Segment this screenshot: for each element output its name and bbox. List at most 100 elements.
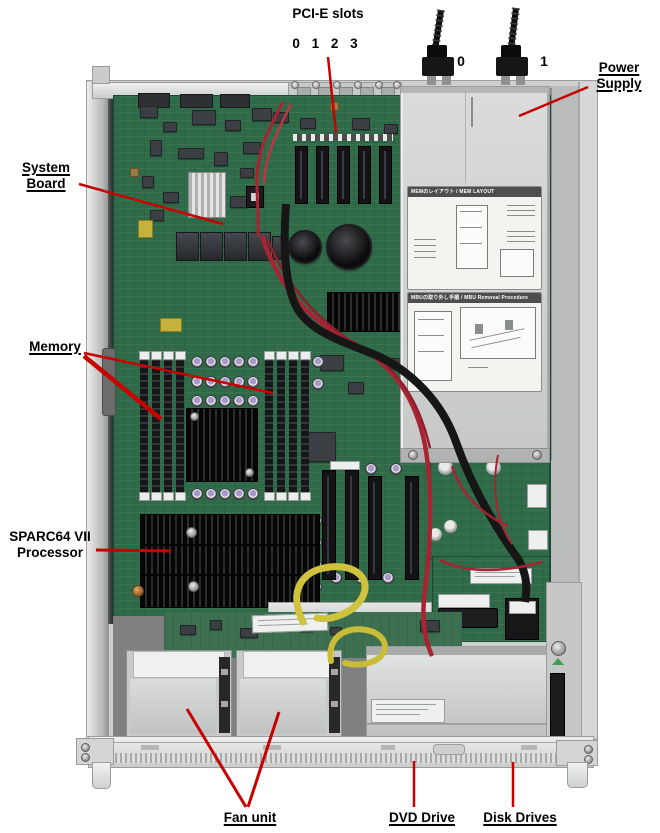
round-component (326, 224, 372, 270)
sticker-diagram-line (418, 335, 444, 336)
sticker-label-line (414, 257, 436, 258)
label-text-line (376, 714, 420, 715)
chip (240, 168, 254, 178)
psu-edge-shadow (550, 88, 552, 460)
chip (225, 120, 241, 131)
screw (584, 745, 593, 754)
label-text-line (376, 704, 436, 705)
sticker-diagram-board (414, 311, 452, 381)
vent-perforation (95, 753, 587, 763)
sticker-label-line (507, 215, 535, 216)
dimm-slot (163, 351, 174, 501)
dvd-label (371, 699, 445, 723)
psu-bracket (400, 448, 550, 463)
sticker-label-line (414, 245, 436, 246)
callout-clip-1: 1 (540, 53, 548, 69)
power-cord-clip-1 (496, 7, 528, 85)
panel-tab (521, 745, 537, 750)
riser-slot (405, 476, 419, 580)
pointer-memory-right (83, 351, 274, 395)
heatsink-groove (141, 574, 319, 576)
capacitor (312, 356, 324, 368)
front-panel (88, 736, 594, 768)
power-connector (528, 530, 548, 550)
capacitor (247, 488, 259, 500)
bracket-screw (312, 81, 320, 89)
sticker-label-line (414, 239, 436, 240)
mbu-removal-sticker: MBUの取り外し手順 / MBU Removal Procedure (407, 292, 542, 392)
kapton-tape (160, 318, 182, 332)
processor-label-line1: SPARC64 VII (9, 529, 91, 544)
capacitor (233, 356, 245, 368)
chip (352, 118, 370, 130)
pointer-memory-left (82, 354, 163, 421)
screw (81, 743, 90, 752)
screw (81, 753, 90, 762)
panel-handle-notch (433, 744, 465, 755)
copper-screw (132, 585, 144, 597)
sticker-label-line (468, 367, 488, 368)
pcie-slot-4 (379, 146, 392, 204)
capacitor (191, 356, 203, 368)
power-supply-label-line1: Power (598, 60, 640, 75)
capacitor (219, 488, 231, 500)
capacitor (205, 395, 217, 407)
callout-memory: Memory (29, 339, 81, 354)
chip (150, 140, 162, 156)
bracket-screw (393, 81, 401, 89)
sticker-text-line (475, 572, 523, 573)
chassis-right-wall (578, 82, 597, 736)
capacitor (233, 395, 245, 407)
panel-tab (263, 745, 281, 750)
processor-heatsink (140, 514, 320, 608)
kapton-tape (138, 220, 153, 238)
riser-slot (368, 476, 382, 580)
fan-face (240, 679, 326, 734)
bracket-screw (354, 81, 362, 89)
screw (245, 468, 254, 477)
callout-system-board: System Board (8, 160, 84, 192)
sticker-text-line (475, 576, 515, 577)
memory-chip (176, 232, 199, 261)
panel-tab (141, 745, 159, 750)
pointer-fan-1 (246, 711, 281, 808)
capacitor (219, 395, 231, 407)
chip (180, 625, 196, 635)
chassis-left-wall (87, 82, 109, 736)
psu-slit (471, 97, 473, 127)
callout-clip-0: 0 (457, 53, 465, 69)
bga-chip (246, 186, 264, 208)
round-component (288, 230, 322, 264)
mem-layout-sticker-title: MEMのレイアウト / MEM LAYOUT (408, 187, 541, 197)
pcie-slot-2 (337, 146, 350, 204)
sticker-diagram-mark (475, 324, 483, 334)
screw (190, 412, 199, 421)
rear-connector (220, 94, 250, 108)
chip (163, 192, 179, 203)
capacitor (247, 356, 259, 368)
system-board-label-line1: System (21, 160, 71, 175)
pointer-fan-0 (185, 708, 248, 808)
callout-dvd-drive: DVD Drive (388, 810, 456, 825)
sticker-label-line (507, 205, 535, 206)
capacitor (382, 572, 394, 584)
dimm-slot (175, 351, 186, 501)
capacitor (365, 463, 377, 475)
panel-line (89, 742, 593, 743)
dimm-slot (264, 351, 275, 501)
callout-processor: SPARC64 VII Processor (2, 529, 98, 561)
bracket-screw (375, 81, 383, 89)
disk-screw (551, 641, 566, 656)
chip (163, 122, 177, 132)
callout-power-supply: Power Supply (586, 60, 652, 92)
foot-left (92, 762, 111, 789)
screw (408, 450, 418, 460)
power-connector-block (505, 598, 539, 640)
pointer-system-board (78, 182, 224, 226)
dimm-slot (276, 351, 287, 501)
rear-tab (92, 66, 110, 84)
rack-ear-right (556, 740, 598, 766)
panel-tab (381, 745, 395, 750)
